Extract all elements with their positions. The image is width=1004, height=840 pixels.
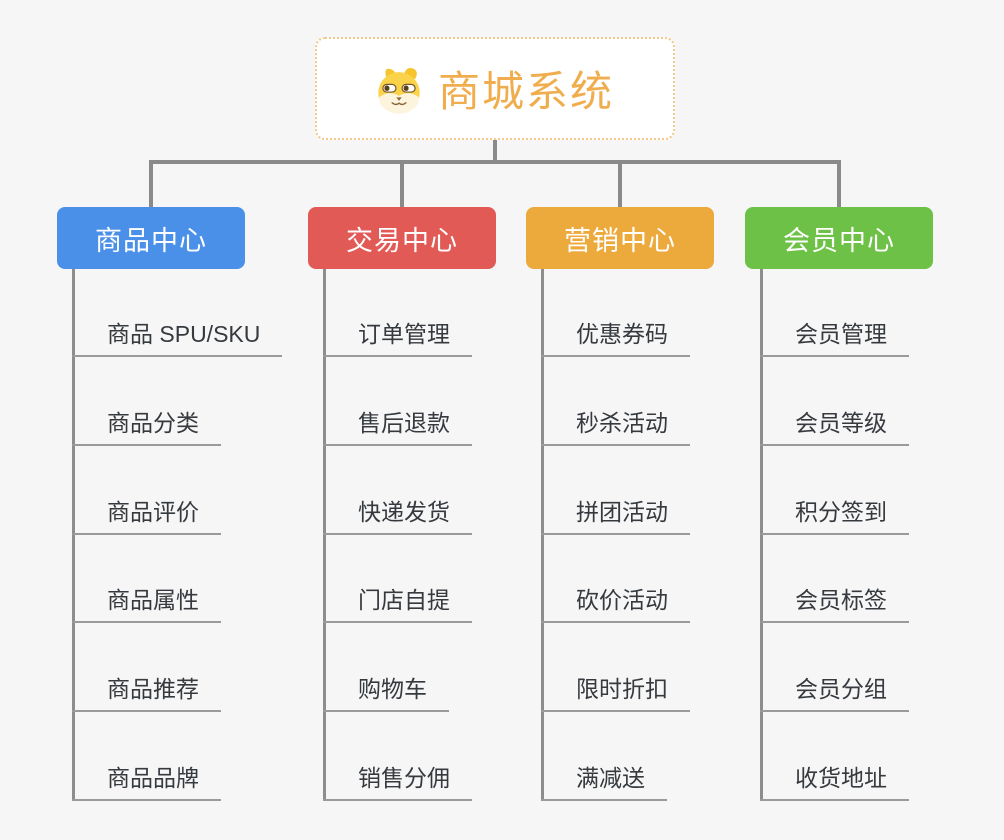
leaf-item[interactable]: 秒杀活动 bbox=[541, 406, 690, 446]
branch-trunk-line bbox=[72, 269, 75, 801]
leaf-label: 优惠券码 bbox=[576, 321, 668, 347]
leaf-label: 收货地址 bbox=[795, 765, 887, 791]
branch-trunk-line bbox=[541, 269, 544, 801]
leaf-item[interactable]: 销售分佣 bbox=[323, 761, 472, 801]
leaf-label: 会员分组 bbox=[795, 676, 887, 702]
leaf-label: 会员管理 bbox=[795, 321, 887, 347]
leaf-item[interactable]: 会员等级 bbox=[760, 406, 909, 446]
leaf-label: 快递发货 bbox=[358, 499, 450, 525]
leaf-item[interactable]: 砍价活动 bbox=[541, 583, 690, 623]
branch-label: 商品中心 bbox=[95, 225, 207, 256]
leaf-item[interactable]: 会员分组 bbox=[760, 672, 909, 712]
branch-trunk-line bbox=[760, 269, 763, 801]
leaf-label: 门店自提 bbox=[358, 587, 450, 613]
leaf-item[interactable]: 会员管理 bbox=[760, 317, 909, 357]
leaf-label: 购物车 bbox=[358, 676, 427, 702]
branch-node-product-center[interactable]: 商品中心 bbox=[57, 207, 245, 269]
branch-label: 会员中心 bbox=[783, 225, 895, 256]
leaf-item[interactable]: 商品推荐 bbox=[72, 672, 221, 712]
leaf-label: 销售分佣 bbox=[358, 765, 450, 791]
leaf-item[interactable]: 会员标签 bbox=[760, 583, 909, 623]
leaf-item[interactable]: 商品品牌 bbox=[72, 761, 221, 801]
branch-label: 交易中心 bbox=[346, 225, 458, 256]
leaf-label: 商品推荐 bbox=[107, 676, 199, 702]
branch-label: 营销中心 bbox=[564, 225, 676, 256]
leaf-item[interactable]: 购物车 bbox=[323, 672, 449, 712]
leaf-item[interactable]: 售后退款 bbox=[323, 406, 472, 446]
leaf-label: 秒杀活动 bbox=[576, 410, 668, 436]
leaf-item[interactable]: 商品属性 bbox=[72, 583, 221, 623]
branch-node-marketing-center[interactable]: 营销中心 bbox=[526, 207, 714, 269]
leaf-item[interactable]: 商品 SPU/SKU bbox=[72, 317, 283, 357]
leaf-item[interactable]: 快递发货 bbox=[323, 495, 472, 535]
leaf-label: 商品品牌 bbox=[107, 765, 199, 791]
leaf-item[interactable]: 收货地址 bbox=[760, 761, 909, 801]
leaf-item[interactable]: 拼团活动 bbox=[541, 495, 690, 535]
leaf-label: 砍价活动 bbox=[576, 587, 668, 613]
leaf-label: 订单管理 bbox=[358, 321, 450, 347]
branch-node-member-center[interactable]: 会员中心 bbox=[745, 207, 933, 269]
leaf-label: 商品分类 bbox=[107, 410, 199, 436]
leaf-item[interactable]: 门店自提 bbox=[323, 583, 472, 623]
root-node[interactable]: 商城系统 bbox=[315, 37, 675, 140]
branch-node-trade-center[interactable]: 交易中心 bbox=[308, 207, 496, 269]
leaf-item[interactable]: 满减送 bbox=[541, 761, 667, 801]
leaf-label: 商品属性 bbox=[107, 587, 199, 613]
leaf-label: 商品评价 bbox=[107, 499, 199, 525]
leaf-item[interactable]: 商品分类 bbox=[72, 406, 221, 446]
dog-face-icon bbox=[378, 67, 420, 114]
leaf-label: 会员等级 bbox=[795, 410, 887, 436]
leaf-label: 拼团活动 bbox=[576, 499, 668, 525]
leaf-label: 满减送 bbox=[576, 765, 645, 791]
leaf-label: 会员标签 bbox=[795, 587, 887, 613]
leaf-label: 商品 SPU/SKU bbox=[107, 321, 261, 347]
leaf-label: 积分签到 bbox=[795, 499, 887, 525]
branch-trunk-line bbox=[323, 269, 326, 801]
leaf-label: 售后退款 bbox=[358, 410, 450, 436]
leaf-item[interactable]: 优惠券码 bbox=[541, 317, 690, 357]
root-title: 商城系统 bbox=[437, 68, 614, 115]
leaf-item[interactable]: 订单管理 bbox=[323, 317, 472, 357]
leaf-item[interactable]: 积分签到 bbox=[760, 495, 909, 535]
leaf-item[interactable]: 限时折扣 bbox=[541, 672, 690, 712]
leaf-item[interactable]: 商品评价 bbox=[72, 495, 221, 535]
leaf-label: 限时折扣 bbox=[576, 676, 668, 702]
